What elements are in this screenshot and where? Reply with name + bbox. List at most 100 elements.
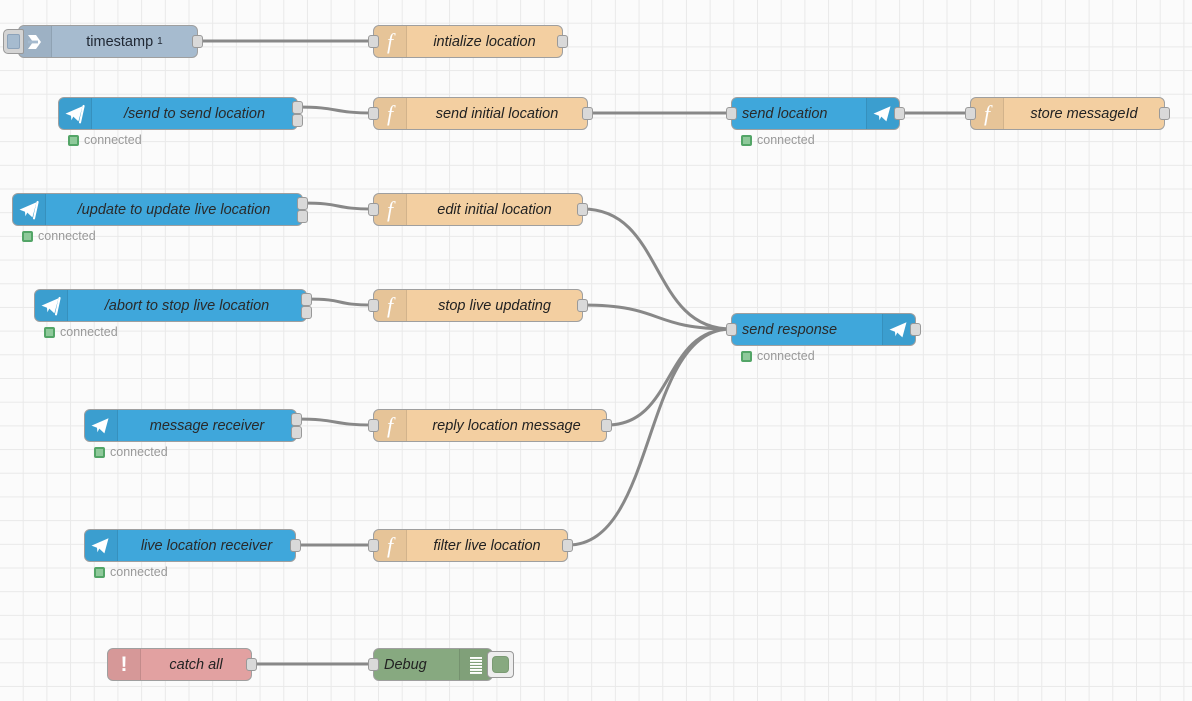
telegram-plain-icon	[882, 314, 915, 345]
output-port[interactable]	[577, 203, 588, 216]
node-reply-location[interactable]: f reply location message	[368, 409, 612, 442]
inject-trigger-button[interactable]	[3, 29, 24, 54]
input-port[interactable]	[368, 539, 379, 552]
output-port[interactable]	[910, 323, 921, 336]
warning-bang-icon: !	[120, 653, 128, 676]
telegram-command-icon	[41, 296, 61, 315]
input-port[interactable]	[368, 203, 379, 216]
node-label: live location receiver	[140, 537, 273, 554]
input-port[interactable]	[368, 658, 379, 671]
input-port[interactable]	[965, 107, 976, 120]
node-catch-all[interactable]: ! catch all	[107, 648, 257, 681]
svg-text:f: f	[387, 294, 396, 318]
node-debug[interactable]: Debug	[368, 648, 514, 681]
input-port[interactable]	[726, 323, 737, 336]
input-port[interactable]	[368, 299, 379, 312]
telegram-plain-icon	[91, 417, 109, 433]
output-port[interactable]	[601, 419, 612, 432]
input-port[interactable]	[368, 35, 379, 48]
node-label: /update to update live location	[77, 201, 271, 218]
output-port[interactable]	[557, 35, 568, 48]
inject-button-face	[7, 34, 20, 49]
node-cmd-send[interactable]: /send to send location	[58, 97, 303, 130]
status-text: connected	[757, 349, 815, 363]
node-cmd-abort[interactable]: /abort to stop live location	[34, 289, 312, 322]
output-port[interactable]	[192, 35, 203, 48]
telegram-command-icon	[65, 104, 85, 123]
output-port[interactable]	[246, 658, 257, 671]
wire-cmd-send-to-send-initial[interactable]	[297, 105, 374, 115]
function-f-icon: f	[387, 102, 396, 126]
output-port[interactable]	[1159, 107, 1170, 120]
output-port[interactable]	[894, 107, 905, 120]
node-label: send location	[742, 105, 828, 122]
output-port[interactable]	[301, 293, 312, 306]
output-port[interactable]	[291, 426, 302, 439]
node-label: message receiver	[149, 417, 265, 434]
svg-text:f: f	[984, 102, 993, 126]
node-label: Debug	[384, 656, 427, 673]
output-port[interactable]	[290, 539, 301, 552]
node-edit-initial[interactable]: f edit initial location	[368, 193, 588, 226]
status-text: connected	[60, 325, 118, 339]
warning-bang-icon: !	[108, 649, 141, 680]
node-status: connected	[22, 229, 96, 243]
node-send-response[interactable]: send response	[726, 313, 921, 346]
wire-cmd-update-to-edit-initial[interactable]	[302, 201, 374, 211]
node-label-superscript: 1	[157, 36, 163, 47]
output-port[interactable]	[297, 210, 308, 223]
status-square-icon	[741, 134, 752, 146]
node-status: connected	[44, 325, 118, 339]
svg-text:f: f	[387, 102, 396, 126]
telegram-plain-icon	[889, 321, 907, 337]
status-text: connected	[757, 133, 815, 147]
function-f-icon: f	[387, 30, 396, 54]
function-f-icon: f	[984, 102, 993, 126]
node-label: send response	[742, 321, 838, 338]
wire-reply-location-to-send-response[interactable]	[606, 327, 732, 427]
function-f-icon: f	[387, 198, 396, 222]
inject-arrow-icon	[19, 26, 52, 57]
output-port[interactable]	[582, 107, 593, 120]
wire-cmd-abort-to-stop-live[interactable]	[306, 297, 374, 307]
output-port[interactable]	[562, 539, 573, 552]
status-square-icon	[22, 230, 33, 242]
output-port[interactable]	[297, 197, 308, 210]
svg-text:f: f	[387, 414, 396, 438]
telegram-plain-icon	[873, 105, 891, 121]
wire-message-receiver-to-reply-location[interactable]	[296, 417, 374, 427]
input-port[interactable]	[368, 107, 379, 120]
node-send-location[interactable]: send location	[726, 97, 905, 130]
output-port[interactable]	[291, 413, 302, 426]
node-message-receiver[interactable]: message receiver	[84, 409, 302, 442]
status-square-icon	[68, 134, 79, 146]
output-port[interactable]	[292, 114, 303, 127]
telegram-command-icon	[13, 194, 46, 225]
wire-stop-live-to-send-response[interactable]	[582, 303, 732, 331]
node-status: connected	[68, 133, 142, 147]
input-port[interactable]	[368, 419, 379, 432]
status-square-icon	[94, 566, 105, 578]
wire-edit-initial-to-send-response[interactable]	[582, 207, 732, 331]
node-label: reply location message	[432, 417, 581, 434]
output-port[interactable]	[577, 299, 588, 312]
status-square-icon	[44, 326, 55, 338]
output-port[interactable]	[301, 306, 312, 319]
debug-lines-icon	[470, 656, 482, 674]
node-label: edit initial location	[437, 201, 552, 218]
input-port[interactable]	[726, 107, 737, 120]
debug-enable-toggle[interactable]	[487, 651, 514, 678]
node-label: catch all	[169, 656, 223, 673]
node-live-receiver[interactable]: live location receiver	[84, 529, 301, 562]
function-f-icon: f	[374, 26, 407, 57]
output-port[interactable]	[292, 101, 303, 114]
node-cmd-update[interactable]: /update to update live location	[12, 193, 308, 226]
